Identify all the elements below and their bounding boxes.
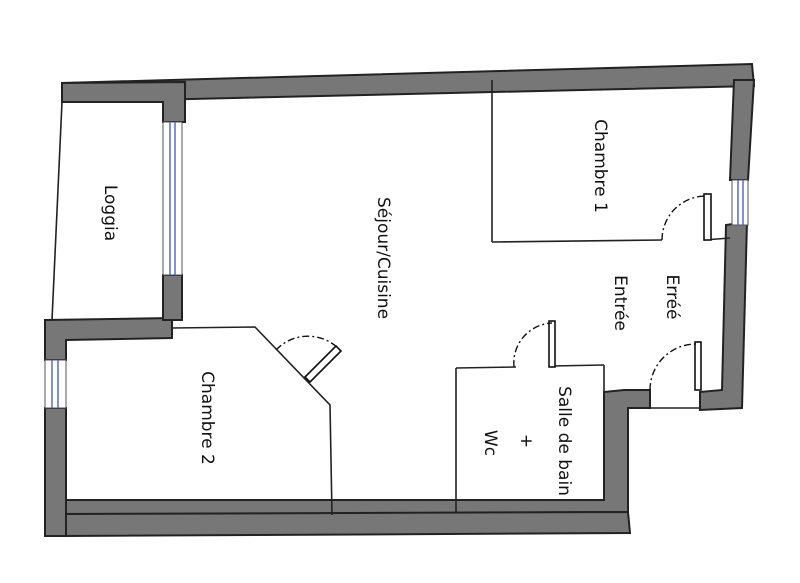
label-loggia: Loggia: [100, 185, 120, 241]
sdb-top-wall: [455, 366, 517, 369]
door-entree-leaf: [694, 341, 702, 391]
label-sejour-cuisine: Séjour/Cuisine: [373, 197, 393, 319]
label-chambre2: Chambre 2: [197, 371, 217, 465]
door-chambre2-leaf: [303, 344, 343, 384]
loggia-outer-edge: [51, 101, 63, 321]
wall-right-lower: [699, 220, 749, 412]
doors: [275, 193, 712, 391]
interior-partitions: [51, 80, 731, 516]
wall-left-lower: [44, 316, 173, 361]
sdb-top-wall-right: [551, 364, 605, 367]
chambre2-partition: [171, 326, 333, 516]
window-loggia: [162, 121, 183, 276]
label-salle-de-bain: Salle de bain: [554, 386, 574, 496]
wall-right-upper: [728, 79, 756, 181]
room-labels: Loggia Séjour/Cuisine Chambre 1 Chambre …: [100, 119, 682, 496]
chambre1-bottom-wall: [491, 239, 663, 243]
door-chambre2-swing: [275, 335, 339, 351]
wall-bottom: [61, 389, 651, 517]
label-plus: +: [516, 434, 536, 448]
window-chambre2: [44, 359, 67, 409]
label-entree: Entrée: [610, 275, 630, 331]
exterior-walls: [44, 62, 756, 538]
label-wc: Wc: [480, 430, 500, 456]
label-erree: Erréé: [662, 275, 682, 320]
door-entree-swing: [649, 343, 698, 391]
windows: [44, 121, 749, 409]
wall-loggia-lower: [162, 274, 183, 321]
window-chambre1: [731, 179, 749, 226]
wall-bottom-base: [60, 510, 632, 538]
wall-left-bottom: [44, 407, 67, 537]
label-chambre1: Chambre 1: [590, 119, 610, 213]
door-sdb-leaf: [548, 320, 556, 368]
wall-loggia-upper: [61, 80, 186, 123]
door-sdb-swing: [513, 322, 553, 368]
door-chambre1-swing: [661, 195, 707, 241]
door-chambre1-leaf: [703, 193, 712, 241]
